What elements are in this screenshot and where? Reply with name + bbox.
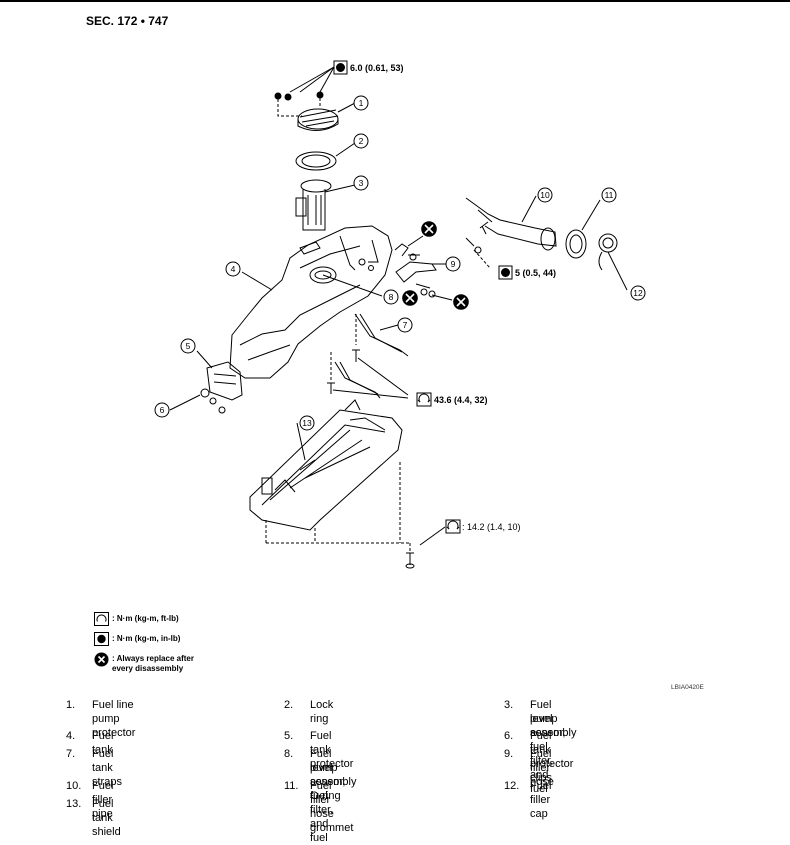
- part-name-11: Fuel filler hose grommet: [310, 780, 354, 834]
- part-num-4: 4.: [66, 730, 76, 742]
- callout-2: 2: [359, 136, 364, 146]
- callout-numbers: 1 2 3 4 5 6 7 8 9 10 11 12 13: [160, 98, 643, 428]
- shield-bolt: [405, 552, 415, 569]
- part-name-9: Fuel filler hose: [530, 748, 554, 788]
- part-name-7: Fuel tank straps: [92, 748, 122, 788]
- fuel-tank: [229, 225, 393, 379]
- callout-1: 1: [359, 98, 364, 108]
- torque-ftlb-icon: [94, 612, 109, 626]
- part-num-11: 11.: [284, 780, 299, 792]
- part-name-13: Fuel tank shield: [92, 798, 121, 838]
- legend-ftlb-text: : N·m (kg-m, ft-lb): [112, 614, 179, 623]
- torque-icon-ftlb-1: [416, 392, 432, 407]
- part-name-3b: pump assembly: [530, 713, 577, 739]
- legend-row-inlb: : N·m (kg-m, in-lb): [94, 632, 194, 646]
- torque-value-2: 5 (0.5, 44): [515, 268, 556, 278]
- torque-value-3: 43.6 (4.4, 32): [434, 395, 488, 405]
- legend-row-replace: : Always replace after every disassembly: [94, 652, 194, 674]
- legend-replace-line2: every disassembly: [112, 664, 184, 673]
- callout-11: 11: [605, 190, 614, 200]
- callout-10: 10: [540, 190, 550, 200]
- callout-4: 4: [231, 264, 236, 274]
- part-num-10: 10.: [66, 780, 82, 792]
- callout-6: 6: [160, 405, 165, 415]
- callout-8: 8: [389, 292, 394, 302]
- part-name-6: Fuel tank protector clips: [530, 730, 574, 784]
- fuel-filler-hose: [395, 261, 437, 298]
- top-rule: [0, 0, 790, 2]
- callout-7: 7: [403, 320, 408, 330]
- part-name-3: Fuel level sensor, fuel filter, and fuel: [530, 699, 566, 795]
- part-num-2: 2.: [284, 699, 294, 711]
- fuel-filler-hose-grommet: [565, 229, 587, 259]
- part-num-12: 12.: [504, 780, 520, 792]
- legend-row-ftlb: : N·m (kg-m, ft-lb): [94, 612, 194, 626]
- fuel-tank-protector-clips: [200, 388, 226, 414]
- callout-3: 3: [359, 178, 364, 188]
- torque-icon-inlb-1: [333, 60, 348, 75]
- legend: : N·m (kg-m, ft-lb) : N·m (kg-m, in-lb) …: [94, 612, 194, 680]
- callout-12: 12: [633, 288, 643, 298]
- part-num-13: 13.: [66, 798, 82, 810]
- part-name-8b: pump assembly O-ring: [310, 762, 357, 802]
- torque-inlb-icon: [94, 632, 109, 646]
- callout-markers: [154, 95, 646, 431]
- part-num-3: 3.: [504, 699, 514, 711]
- callout-9: 9: [451, 259, 456, 269]
- lock-ring: [295, 151, 337, 171]
- part-num-6: 6.: [504, 730, 514, 742]
- part-num-8: 8.: [284, 748, 294, 760]
- part-num-7: 7.: [66, 748, 76, 760]
- fuel-filler-pipe: [465, 197, 557, 251]
- torque-icon-ftlb-2: [445, 519, 461, 534]
- part-num-9: 9.: [504, 748, 514, 760]
- replace-marker: [402, 221, 469, 310]
- callout-13: 13: [302, 418, 312, 428]
- callout-5: 5: [186, 341, 191, 351]
- part-name-4: Fuel tank: [92, 730, 114, 756]
- fuel-tank-shield: [249, 399, 403, 531]
- torque-icon-inlb-2: [498, 265, 513, 280]
- fuel-tank-protector: [206, 361, 243, 401]
- fuel-line-pump-protector: [297, 108, 339, 131]
- part-name-2: Lock ring: [310, 699, 334, 725]
- part-name-5: Fuel tank protector: [310, 730, 354, 770]
- bolt-fastener: [274, 91, 324, 101]
- part-name-1: Fuel line pump protector: [92, 699, 136, 739]
- section-title: SEC. 172 • 747: [86, 14, 169, 28]
- torque-value-1: 6.0 (0.61, 53): [350, 63, 404, 73]
- part-name-12: Fuel filler cap: [530, 780, 552, 820]
- part-num-1: 1.: [66, 699, 76, 711]
- fuel-level-sensor-assembly: [295, 179, 332, 231]
- exploded-diagram: 1 2 3 4 5 6 7 8 9 10 11 12 13 6.0 (0.61,…: [154, 60, 646, 569]
- filler-pipe-bolt: [465, 237, 482, 254]
- legend-replace-line1: : Always replace after: [112, 654, 194, 663]
- legend-replace-text: : Always replace after every disassembly: [112, 654, 194, 674]
- legend-inlb-text: : N·m (kg-m, in-lb): [112, 634, 181, 643]
- fuel-tank-straps: [334, 313, 409, 399]
- figure-code: LBIA0420E: [671, 684, 704, 691]
- torque-value-4: : 14.2 (1.4, 10): [462, 522, 521, 532]
- replace-icon: [94, 652, 109, 667]
- part-num-5: 5.: [284, 730, 294, 742]
- part-name-10: Fuel filler pipe: [92, 780, 114, 820]
